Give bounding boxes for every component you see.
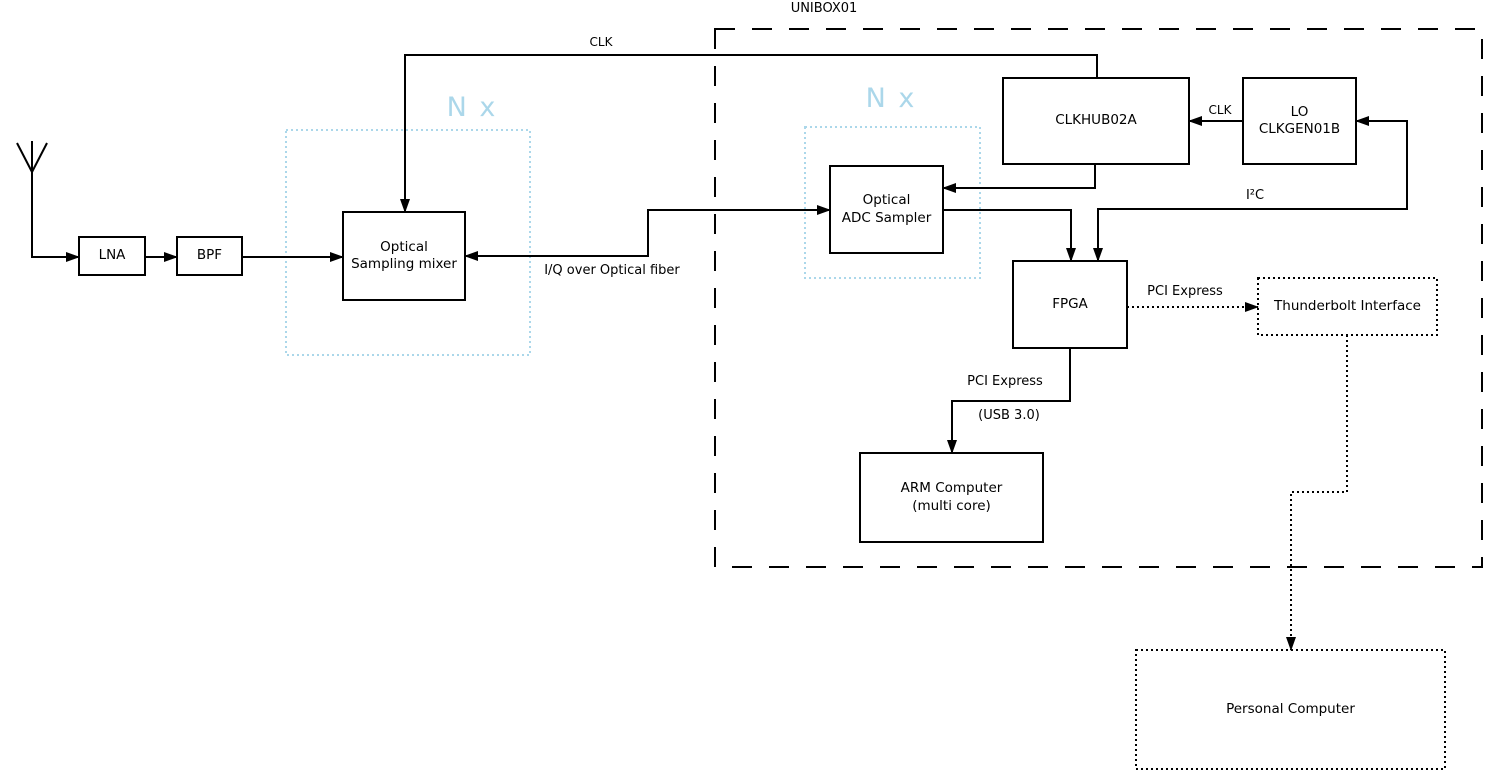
fpga-to-arm-wire bbox=[947, 348, 1071, 454]
iq-optical-fiber-wire bbox=[464, 205, 831, 261]
thunderbolt-to-pc-dotted-wire bbox=[1286, 335, 1348, 651]
antenna-icon bbox=[31, 142, 48, 173]
arm-computer-block-rect bbox=[859, 452, 1044, 543]
clkhub-to-adc-wire bbox=[942, 164, 1096, 193]
fpga-block-rect bbox=[1012, 260, 1128, 349]
antenna-icon bbox=[16, 142, 33, 173]
optical-sampling-mixer-block-rect bbox=[342, 211, 466, 301]
i2c-fpga-lo-wire bbox=[1093, 116, 1408, 262]
clk-clkhub-to-mixer-wire bbox=[400, 54, 1098, 213]
nx-right-dotted-box bbox=[804, 126, 981, 279]
adc-to-fpga-wire bbox=[943, 209, 1076, 262]
antenna-to-lna-wire bbox=[31, 141, 80, 262]
clkhub02a-block-rect bbox=[1002, 77, 1190, 165]
lo-clkgen01b-block-rect bbox=[1242, 77, 1357, 165]
bpf-block-rect bbox=[176, 236, 243, 276]
lna-block-rect bbox=[78, 236, 146, 276]
unibox01-dashed-box bbox=[714, 28, 1483, 568]
personal-computer-block-rect bbox=[1135, 649, 1446, 770]
optical-adc-sampler-block-rect bbox=[829, 165, 944, 254]
thunderbolt-interface-block-rect bbox=[1257, 277, 1438, 336]
